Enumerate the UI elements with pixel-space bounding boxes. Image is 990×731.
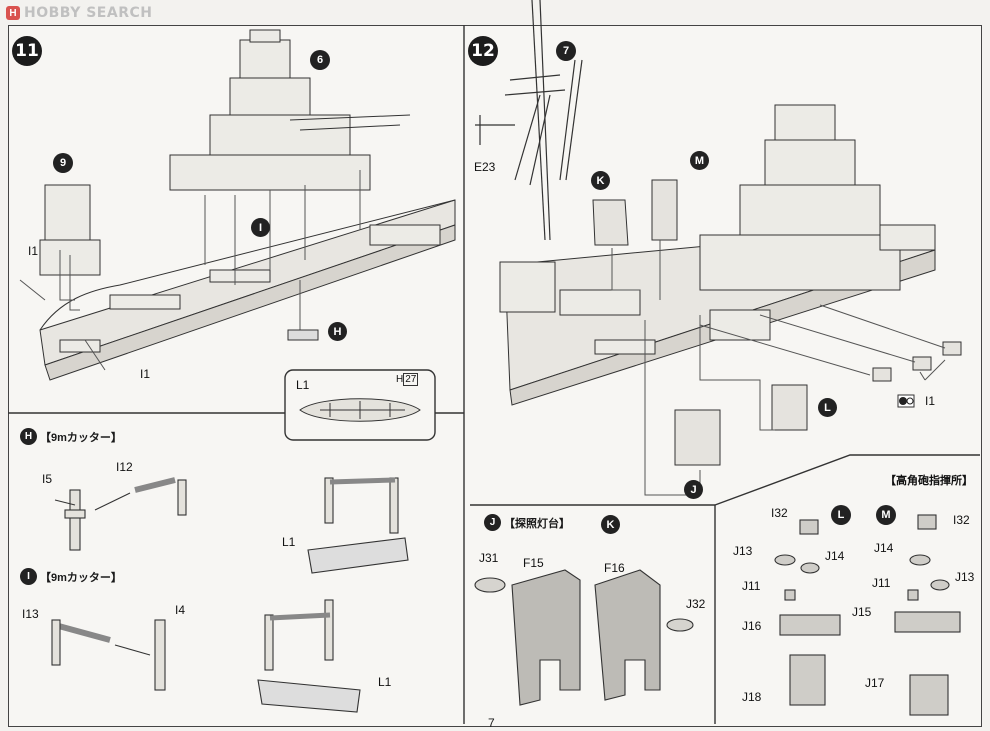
part-i13: I13	[22, 607, 39, 621]
part-i5: I5	[42, 472, 53, 486]
part-j14-l: J14	[825, 549, 845, 563]
h-cutter-parts	[54, 477, 409, 574]
l1-detail-box	[284, 369, 436, 441]
section-i-text: 【9mカッター】	[40, 571, 122, 584]
part-j11-m: J11	[872, 576, 891, 590]
i1-marker-icon	[897, 394, 915, 408]
part-l1-h: L1	[282, 535, 296, 549]
part-i4: I4	[175, 603, 186, 617]
part-f15: F15	[523, 556, 544, 570]
part-j14-m: J14	[874, 541, 894, 555]
searchlight-parts	[474, 569, 694, 706]
page-number: 7	[488, 716, 495, 730]
part-h27-letter: H	[396, 374, 404, 385]
callout-k: K	[591, 171, 610, 190]
step11-cutter	[287, 329, 319, 341]
substep-9: 9	[53, 153, 73, 173]
hobby-search-mark-icon: H	[6, 6, 20, 20]
section-j-circle: J	[484, 514, 501, 531]
section-m-circle: M	[876, 505, 896, 525]
part-j32: J32	[686, 597, 706, 611]
section-h-title: H 【9mカッター】	[20, 428, 122, 445]
step12-parts-kml	[592, 179, 962, 466]
part-j13-m: J13	[955, 570, 975, 584]
callout-h: H	[328, 322, 347, 341]
step11-superstructure	[39, 29, 441, 353]
part-j18: J18	[742, 690, 762, 704]
part-i1-a: I1	[28, 244, 39, 258]
section-k-circle: K	[601, 515, 620, 534]
part-i32-l: I32	[771, 506, 788, 520]
part-h27-number: 27	[403, 373, 419, 386]
section-l-circle: L	[831, 505, 851, 525]
callout-j: J	[684, 480, 703, 499]
part-j15: J15	[852, 605, 872, 619]
watermark-logo: H HOBBY SEARCH	[6, 5, 152, 21]
part-e23: E23	[474, 160, 496, 174]
section-j-text: 【探照灯台】	[504, 517, 570, 530]
part-j31: J31	[479, 551, 499, 565]
part-f16: F16	[604, 561, 625, 575]
part-i1-c: I1	[925, 394, 936, 408]
section-i-title: I 【9mカッター】	[20, 568, 122, 585]
step12-superstructure	[499, 104, 936, 355]
part-i1-b: I1	[140, 367, 151, 381]
part-j16: J16	[742, 619, 762, 633]
step11-guide-lines	[19, 170, 361, 371]
aa-director-parts	[774, 514, 961, 716]
lm-divider	[714, 454, 980, 506]
step-11-number: 11	[12, 36, 42, 66]
part-l1-i: L1	[378, 675, 392, 689]
part-j13-l: J13	[733, 544, 753, 558]
part-j17: J17	[865, 676, 885, 690]
part-i32-m: I32	[953, 513, 970, 527]
section-h-text: 【9mカッター】	[40, 431, 122, 444]
callout-m: M	[690, 151, 709, 170]
watermark-text: HOBBY SEARCH	[24, 5, 153, 21]
part-l1-box: L1	[296, 378, 310, 392]
section-aa-title: 【高角砲指揮所】	[885, 475, 973, 487]
callout-l: L	[818, 398, 837, 417]
section-i-circle: I	[20, 568, 37, 585]
part-j11-l: J11	[742, 579, 761, 593]
callout-i: I	[251, 218, 270, 237]
section-h-circle: H	[20, 428, 37, 445]
i-cutter-parts	[51, 599, 361, 713]
substep-6: 6	[310, 50, 330, 70]
step12-mast	[475, 0, 583, 241]
section-j-title: J 【探照灯台】	[484, 514, 570, 531]
substep-7: 7	[556, 41, 576, 61]
part-i12: I12	[116, 460, 133, 474]
step-12-number: 12	[468, 36, 498, 66]
